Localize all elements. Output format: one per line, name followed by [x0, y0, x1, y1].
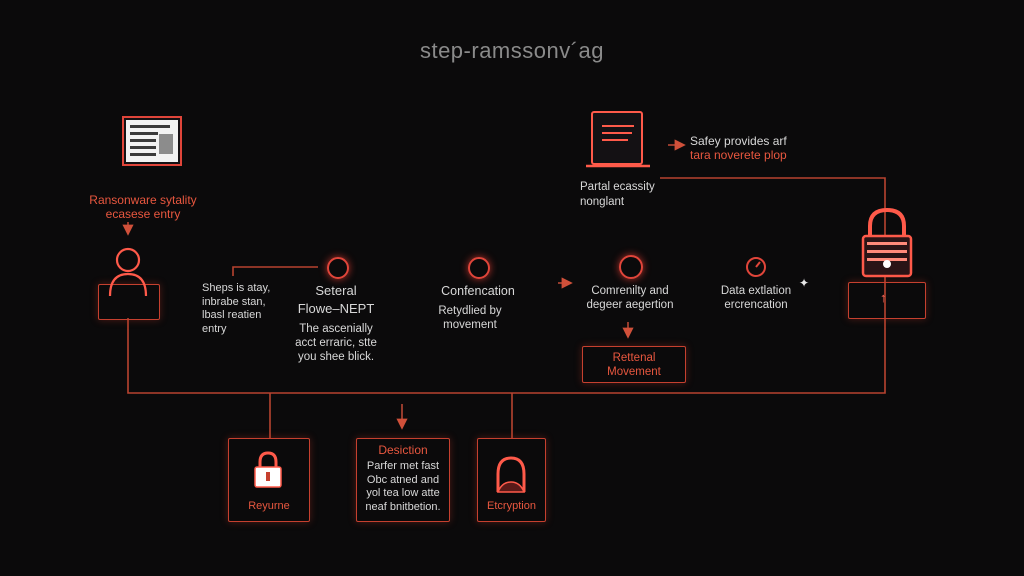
reyurne-label: Reyurne: [248, 500, 290, 512]
top-right-line2: tara noverete plop: [690, 148, 787, 162]
stage3-node: [619, 255, 643, 279]
stage1-desc-line2: acct erraric, stte: [295, 337, 377, 349]
open-padlock-icon: [490, 452, 532, 494]
stage4-title-line1: Data extlation: [720, 285, 792, 297]
laptop-caption-line1: Partal ecassity: [580, 181, 655, 193]
entry-label: Ransonware sytality ecasese entry: [60, 193, 226, 221]
stage4-title: Data extlation ercrencation: [700, 284, 812, 312]
steps-text-line2: inbrabe stan,: [202, 295, 266, 308]
retental-line1: Rettenal: [612, 352, 656, 364]
top-right-note: Safey provides arf tara noverete plop: [690, 134, 787, 162]
stage2-desc-line1: Retydlied by: [438, 305, 502, 317]
desiction-line1: Parfer met fast: [366, 460, 440, 472]
stage1-desc-line1: The ascenially: [299, 323, 373, 335]
up-arrow-icon: ↑: [880, 290, 887, 305]
desiction-line3: yol tea low atte: [366, 487, 440, 499]
steps-text-line4: entry: [202, 322, 227, 335]
desiction-line2: Obc atned and: [366, 473, 440, 486]
stage1-node: [327, 257, 349, 279]
steps-text-line1: Sheps is atay,: [202, 282, 271, 294]
gauge-icon: [744, 256, 768, 278]
stage2-desc-line2: movement: [443, 319, 497, 331]
stage4-title-line2: ercrencation: [724, 299, 788, 311]
padlock-small-icon: [252, 450, 284, 490]
entry-label-line2: ecasese entry: [105, 207, 181, 221]
desiction-box: [356, 438, 450, 522]
etcryption-box: [477, 438, 546, 522]
stage1-description: The ascenially acct erraric, stte you sh…: [276, 322, 396, 364]
document-icon: [120, 114, 186, 170]
sparkle-icon: ✦: [799, 276, 810, 290]
reyurne-box: [228, 438, 310, 522]
steps-text-line3: lbasl reatien: [202, 309, 262, 321]
steps-text: Sheps is atay, inbrabe stan, lbasl reati…: [202, 282, 270, 336]
desiction-line4: neaf bnitbetion.: [365, 500, 441, 513]
retental-movement-box: [582, 346, 686, 383]
etcryption-label: Etcryption: [487, 500, 536, 512]
stage2-description: Retydlied by movement: [410, 304, 530, 332]
retental-line2: Movement: [607, 366, 661, 378]
padlock-icon: [856, 204, 918, 280]
stage3-title-line2: degeer aegertion: [586, 299, 674, 311]
laptop-caption-line2: nonglant: [580, 196, 625, 208]
laptop-icon: [582, 108, 662, 174]
stage3-title-line1: Comrenilty and: [591, 285, 669, 297]
user-icon: [104, 242, 152, 298]
stage1-title: Seteral: [315, 283, 357, 298]
stage1-subtitle: Flowe–NEPT: [297, 301, 375, 316]
retental-movement-label: Rettenal Movement: [582, 351, 686, 379]
desiction-description: Parfer met fast Obc atned and yol tea lo…: [356, 460, 450, 514]
diagram-title: step-ramssonv´ag: [419, 38, 605, 63]
entry-label-line1: Ransonware sytality: [89, 193, 197, 207]
padlock-status-box: [848, 282, 926, 319]
user-entry-box: [98, 284, 160, 320]
stage3-title: Comrenilty and degeer aegertion: [570, 284, 690, 312]
desiction-title: Desiction: [378, 443, 428, 457]
stage2-title: Confencation: [441, 284, 515, 298]
top-right-line1: Safey provides arf: [690, 134, 787, 148]
laptop-caption: Partal ecassity nonglant: [580, 180, 655, 209]
stage1-desc-line3: you shee blick.: [297, 351, 375, 363]
stage2-node: [468, 257, 490, 279]
